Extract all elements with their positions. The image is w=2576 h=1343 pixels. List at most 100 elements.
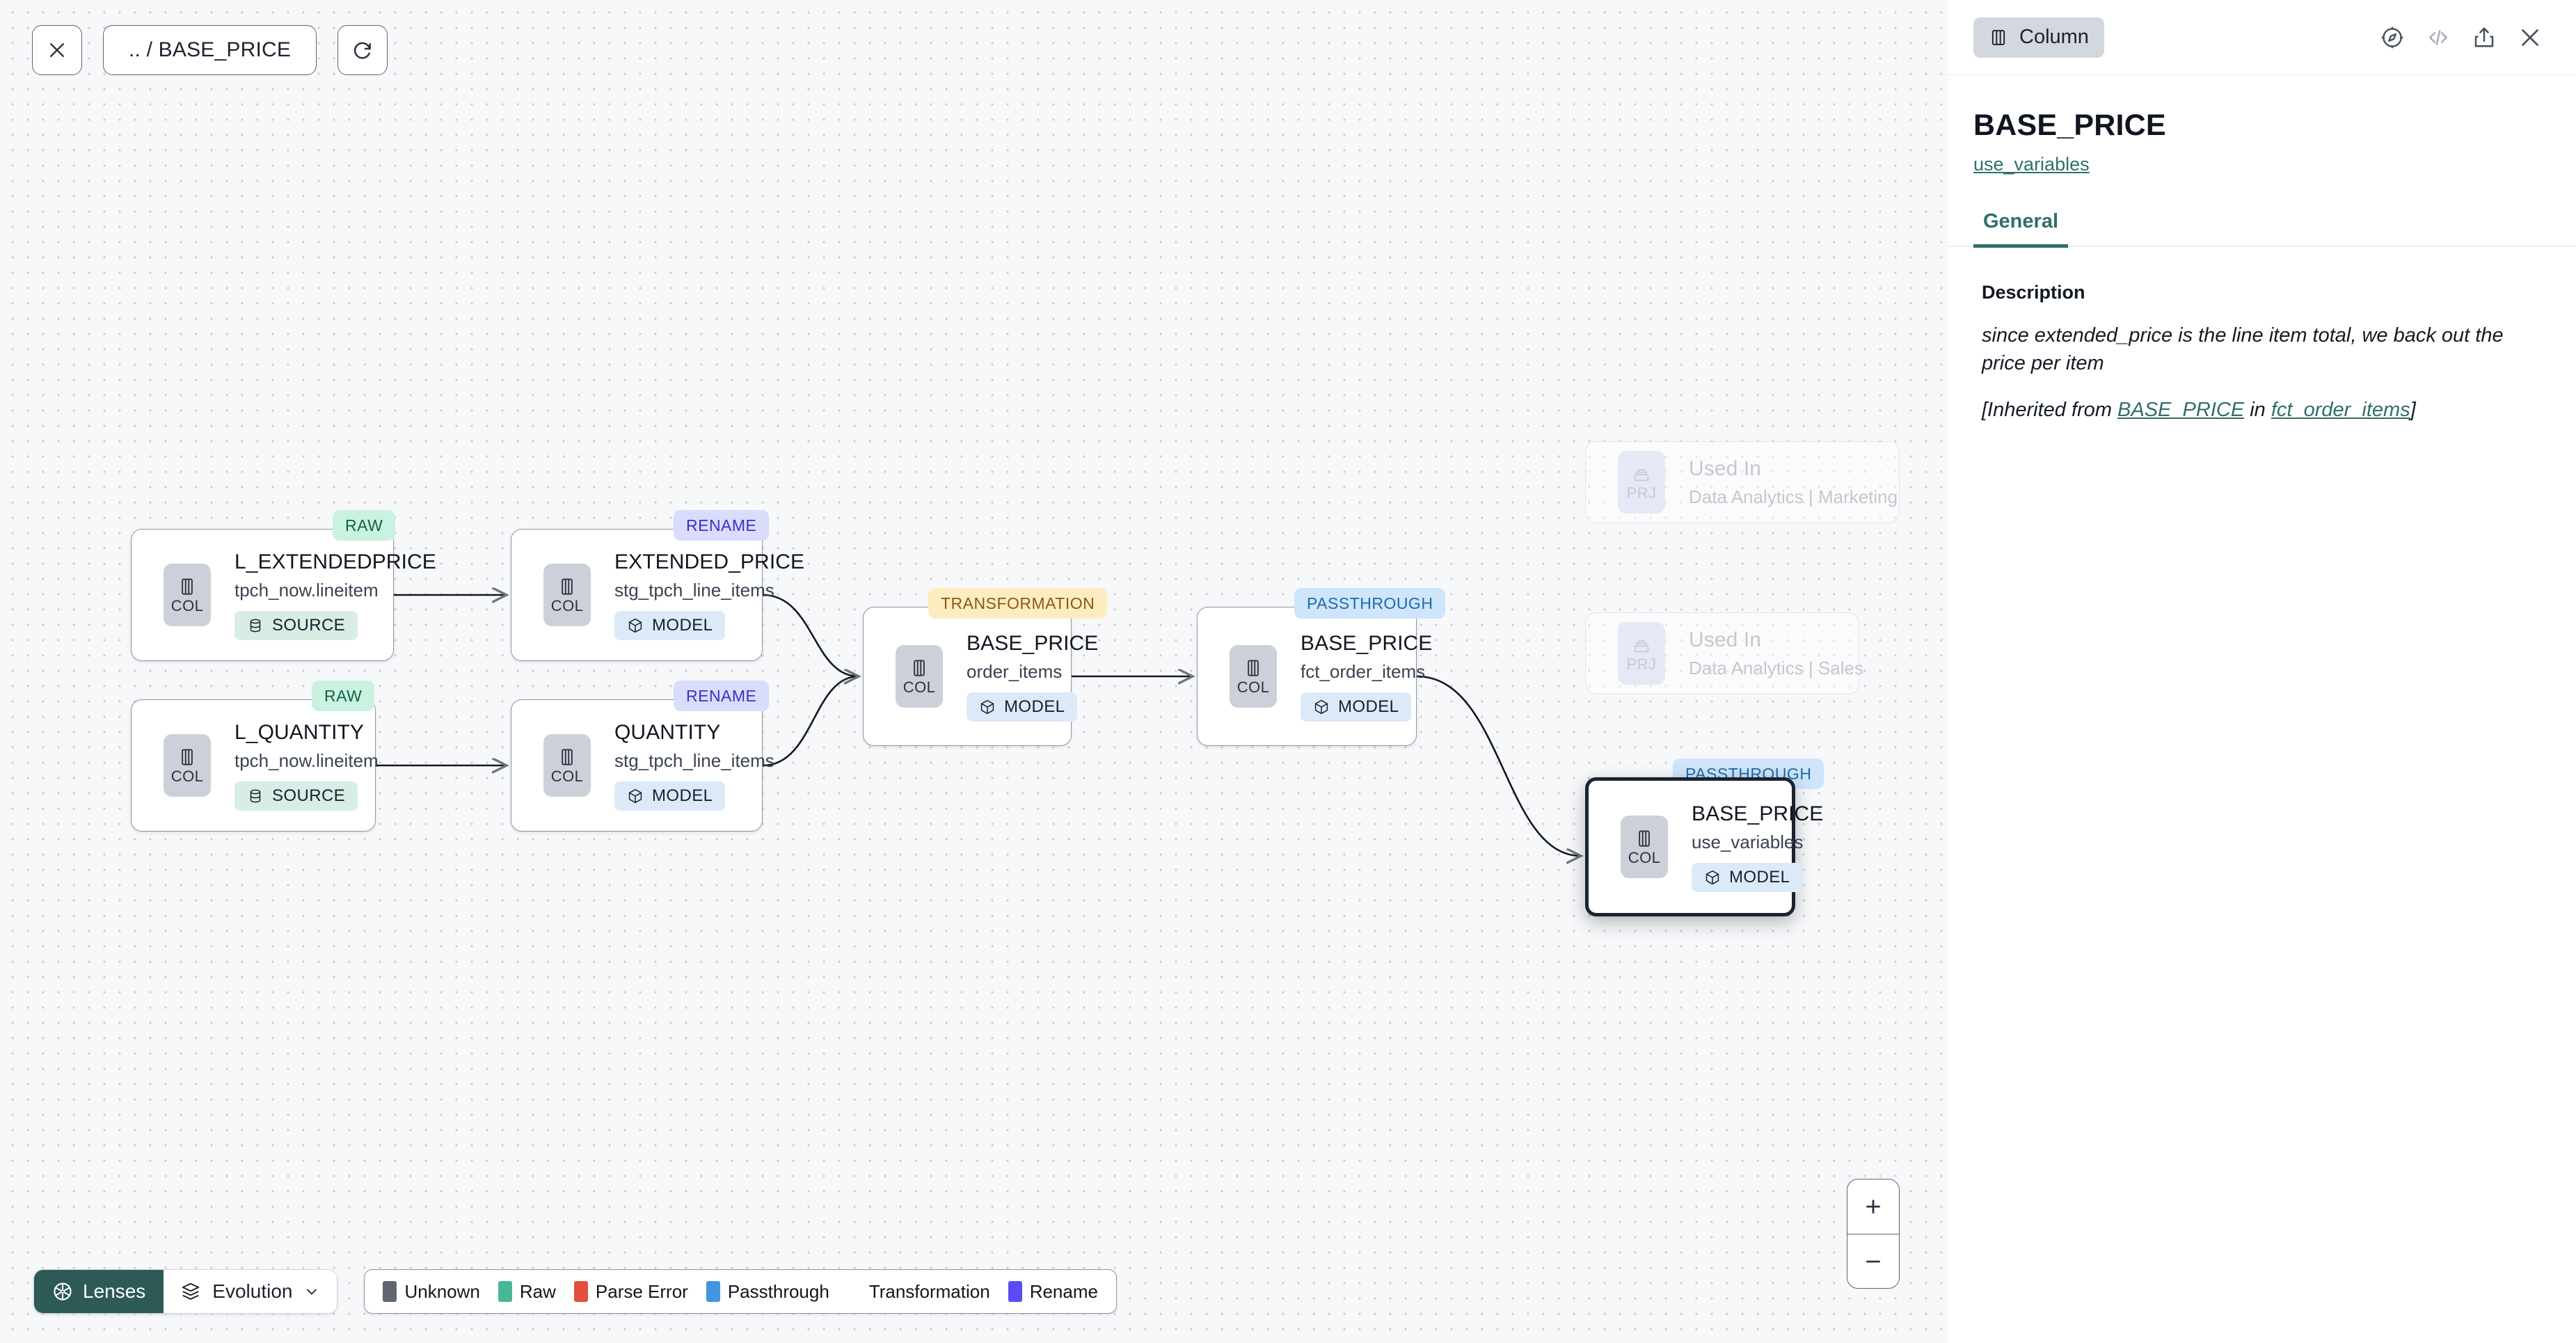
node-kind-label: COL [550,597,584,614]
evolution-label: Evolution [212,1280,293,1302]
inherited-prefix: [Inherited from [1982,398,2118,421]
node-kind-label: COL [170,597,204,614]
node-badge-rename: RENAME [674,681,770,711]
description-section: Description since extended_price is the … [1948,247,2576,424]
zoom-out-button[interactable] [1847,1234,1899,1288]
project-icon-tile: PRJ [1618,451,1665,514]
legend-item[interactable]: Parse Error [573,1280,688,1303]
node-pill-label: MODEL [652,786,713,805]
details-panel: Column BASE_PRICE use_variables Gener [1948,0,2576,1343]
entity-type-chip[interactable]: Column [1973,17,2104,58]
lenses-label: Lenses [83,1280,146,1302]
minus-icon [1866,1260,1880,1262]
layers-icon [182,1282,200,1300]
node-pill-source: SOURCE [234,610,358,640]
inherited-suffix: ] [2410,398,2416,421]
legend-label: Passthrough [727,1280,829,1302]
share-icon[interactable] [2472,25,2497,50]
description-heading: Description [1982,281,2085,303]
node-subtitle: fct_order_items [1301,660,1426,682]
inherited-note: [Inherited from BASE_PRICE in fct_order_… [1982,396,2543,424]
node-title: Used In [1689,456,1762,480]
refresh-icon [353,42,372,59]
project-icon-tile: PRJ [1618,622,1665,685]
lenses-button[interactable]: Lenses [34,1270,164,1313]
node-kind-label: COL [550,768,584,785]
node-subtitle: tpch_now.lineitem [234,749,379,771]
canvas-bottom-toolbar: Lenses Evolution Unknown Raw Parse Error Pa… [33,1269,1117,1314]
legend-label: Transformation [868,1280,990,1302]
node-pill-model: MODEL [1301,692,1412,722]
lens-control-group: Lenses Evolution [33,1269,338,1314]
node-kind-label: COL [170,768,204,785]
aperture-icon [54,1282,72,1301]
inherited-column-link[interactable]: BASE_PRICE [2117,398,2245,421]
legend-label: Unknown [404,1280,480,1302]
column-icon-tile: COL [896,645,943,708]
node-pill-source: SOURCE [234,781,358,811]
canvas-topbar: .. / BASE_PRICE [32,25,388,75]
legend-swatch [573,1281,588,1302]
close-button[interactable] [32,25,82,75]
chevron-down-icon [307,1289,317,1295]
node-badge-raw: RAW [312,681,375,711]
node-kind-label: COL [1628,849,1661,866]
lineage-node-used_in_marketing[interactable]: PRJ Used In Data Analytics | Marketing [1585,441,1900,523]
node-pill-model: MODEL [1692,862,1803,892]
close-panel-icon[interactable] [2518,25,2543,50]
node-kind-label: PRJ [1626,484,1657,502]
column-icon-tile: COL [543,564,591,626]
legend-swatch [1008,1281,1022,1302]
lineage-legend: Unknown Raw Parse Error Passthrough Transfor… [364,1269,1117,1314]
node-badge-raw: RAW [333,510,396,541]
node-pill-label: MODEL [1338,697,1399,716]
parent-model-link[interactable]: use_variables [1973,154,2090,175]
node-pill-label: SOURCE [272,615,346,635]
column-icon-tile: COL [1230,645,1277,708]
node-title: QUANTITY [614,720,721,744]
refresh-button[interactable] [337,25,388,75]
legend-item[interactable]: Unknown [383,1280,480,1303]
legend-swatch [383,1281,397,1302]
node-kind-label: PRJ [1626,655,1657,673]
legend-item[interactable]: Transformation [848,1281,990,1303]
node-pill-model: MODEL [614,781,726,811]
breadcrumb[interactable]: .. / BASE_PRICE [103,25,317,75]
evolution-dropdown[interactable]: Evolution [164,1270,337,1313]
column-icon [1991,29,2005,45]
legend-label: Parse Error [595,1280,688,1302]
tab-general[interactable]: General [1973,210,2068,248]
legend-item[interactable]: Rename [1008,1281,1098,1303]
node-subtitle: Data Analytics | Marketing [1689,486,1898,507]
compass-icon[interactable] [2380,25,2405,50]
node-subtitle: order_items [967,660,1063,682]
node-subtitle: stg_tpch_line_items [614,749,774,771]
node-kind-label: COL [1237,678,1270,696]
close-icon [50,43,64,57]
code-icon[interactable] [2426,25,2451,50]
panel-header: Column [1948,0,2576,75]
inherited-model-link[interactable]: fct_order_items [2271,398,2410,421]
legend-item[interactable]: Raw [498,1281,556,1303]
node-badge-rename: RENAME [674,510,770,541]
legend-label: Raw [519,1280,556,1302]
column-icon-tile: COL [543,734,591,797]
legend-item[interactable]: Passthrough [706,1281,829,1303]
zoom-in-button[interactable] [1847,1179,1899,1234]
panel-tabs: General [1948,210,2576,248]
